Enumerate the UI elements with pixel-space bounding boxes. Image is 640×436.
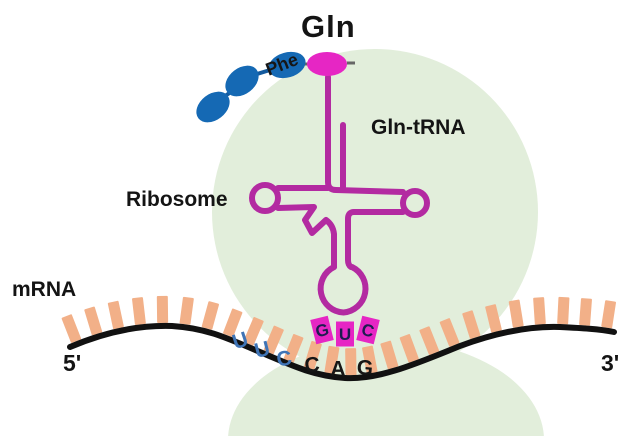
- mrna-tick: [107, 300, 124, 330]
- mrna-tick: [362, 345, 378, 374]
- trna-structure: [249, 74, 430, 316]
- mrna-tick: [324, 345, 340, 374]
- mrna-tick: [61, 314, 82, 343]
- mrna-tick: [579, 298, 592, 326]
- trna-variable-zigzag: [275, 204, 337, 270]
- phe-residue-oval: [225, 65, 259, 97]
- mrna-tick: [508, 299, 524, 328]
- ribosome-label: Ribosome: [126, 188, 228, 211]
- anticodon-letter: G: [313, 320, 330, 342]
- gln-amino-acid: [307, 52, 347, 76]
- gln-trna-label: Gln-tRNA: [371, 116, 466, 139]
- mrna-tick: [419, 326, 440, 355]
- codon-letter: C: [304, 353, 321, 377]
- trna-right-arm-return: [345, 209, 406, 270]
- mrna-strand: [67, 322, 617, 382]
- peptide-bond: [256, 68, 271, 76]
- mrna-tick: [263, 325, 284, 355]
- mrna-tick: [201, 301, 220, 330]
- anticodon-box: [336, 321, 354, 347]
- mrna-tick: [399, 334, 419, 363]
- mrna-tick: [84, 306, 103, 336]
- peptide-chain: Phe: [196, 49, 355, 123]
- five-prime-label: 5': [63, 350, 82, 376]
- anticodon-box: [356, 315, 380, 345]
- codon-letter: U: [252, 337, 272, 363]
- mrna-tick: [303, 341, 322, 370]
- codon-letter: U: [230, 328, 252, 355]
- mrna-tick: [223, 308, 243, 338]
- phe-residue-oval: [196, 91, 230, 123]
- trna-left-loop: [249, 182, 281, 214]
- mrna-label: mRNA: [12, 278, 77, 301]
- phe-residue-oval: [268, 51, 306, 79]
- mrna-tick: [439, 318, 460, 347]
- mrna-tick: [533, 297, 546, 325]
- mrna-tick: [557, 296, 570, 325]
- codon-letter: C: [275, 346, 294, 371]
- mrna-tick: [462, 310, 481, 339]
- mrna-tick: [345, 348, 357, 376]
- mrna-tick: [485, 304, 502, 333]
- anticodon-box: [310, 315, 334, 345]
- mrna-nucleotide-ticks: [61, 295, 617, 376]
- anticodon-letter: C: [360, 320, 377, 341]
- mrna-tick: [380, 340, 399, 370]
- codon-letter: A: [330, 358, 345, 381]
- three-prime-label: 3': [601, 350, 620, 376]
- trna-anticodon-loop: [317, 264, 369, 316]
- mrna-tick: [283, 333, 304, 363]
- anticodon-letter: U: [339, 325, 351, 344]
- mrna-tick: [601, 300, 617, 329]
- mrna-tick: [132, 297, 146, 325]
- mrna-tick: [156, 295, 169, 323]
- mrna-tick: [179, 296, 194, 325]
- gln-title: Gln: [301, 9, 356, 44]
- trna-right-loop: [400, 188, 430, 218]
- codon-letter: G: [356, 356, 374, 380]
- mrna-tick: [243, 317, 264, 346]
